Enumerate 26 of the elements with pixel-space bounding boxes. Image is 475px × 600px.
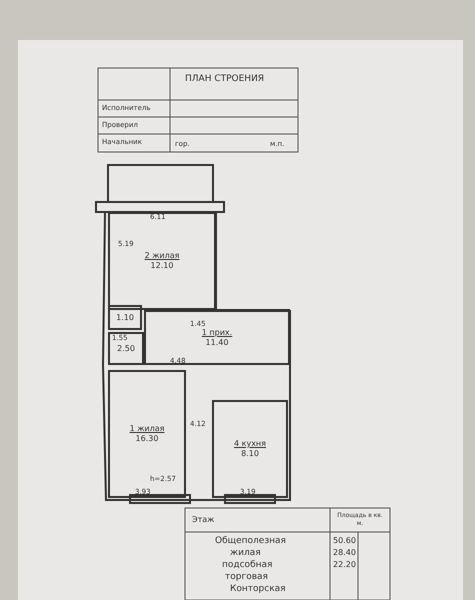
- room-name-label: 2 жилая: [144, 251, 180, 261]
- room-area-label: 16.30: [136, 434, 158, 444]
- room-outline: [108, 332, 144, 365]
- table-row-label: Общеполезная: [215, 536, 286, 547]
- room-name-label: 1 прих.: [202, 328, 232, 338]
- table-value: 22.20: [333, 560, 356, 570]
- room-area-label: 1.10: [116, 312, 134, 322]
- room-outline: [108, 212, 216, 310]
- table-row-label: торговая: [225, 572, 268, 583]
- table-row-label: подсобная: [222, 560, 272, 571]
- room-name-label: 4 кухня: [234, 439, 266, 449]
- room-area-label: 2.50: [117, 344, 135, 354]
- table-row-label: жилая: [230, 548, 261, 559]
- room-name-label: 1 жилая: [130, 424, 164, 434]
- table-value: 50.60: [333, 536, 356, 546]
- table-row-label: Конторская: [230, 584, 286, 595]
- room-outline: [108, 370, 186, 498]
- room-area-label: 12.10: [150, 261, 174, 271]
- room-area-label: 8.10: [241, 449, 259, 459]
- room-outline: [108, 305, 142, 330]
- room-area-label: 11.40: [206, 338, 228, 348]
- table-value: 28.40: [333, 548, 356, 558]
- table-header: Этаж: [192, 515, 214, 525]
- room-outline: [144, 310, 290, 365]
- stamp-title: ПЛАН СТРОЕНИЯ: [185, 74, 264, 85]
- room-outline: [212, 400, 288, 498]
